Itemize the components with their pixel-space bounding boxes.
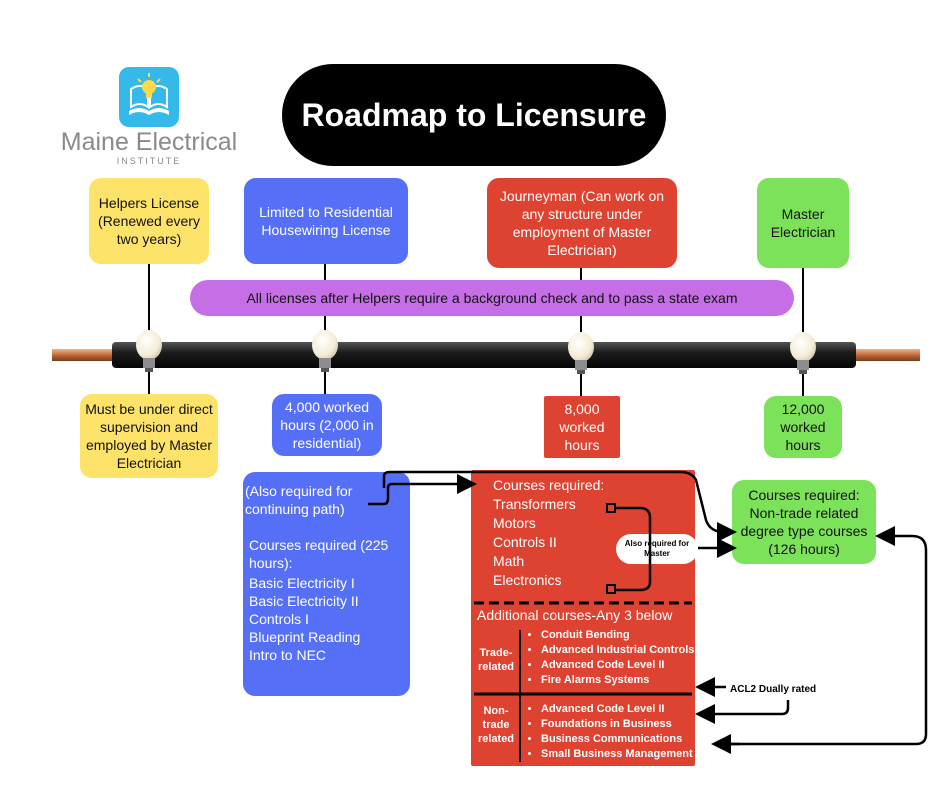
bulb-icon: [312, 330, 338, 372]
bulb-icon: [136, 330, 162, 372]
list-item: Fire Alarms Systems: [541, 673, 695, 688]
license-master: Master Electrician: [757, 178, 849, 268]
arrow-residential-to-journeyman: [368, 474, 477, 506]
master-courses: Courses required: Non-trade related degr…: [732, 480, 876, 564]
residential-courses-note: (Also required for continuing path): [245, 483, 353, 517]
course-item: Basic Electricity II: [249, 593, 359, 609]
book-bulb-icon: [129, 73, 169, 115]
license-helpers-label: Helpers License (Renewed every two years…: [98, 195, 200, 247]
arrow-residential-to-master: [382, 470, 737, 542]
course-item: Controls I: [249, 611, 309, 627]
license-journeyman-label: Journeyman (Can work on any structure un…: [499, 188, 665, 258]
additional-courses-heading: Additional courses-Any 3 below: [477, 607, 673, 623]
requirement-master: 12,000 worked hours: [764, 396, 842, 458]
list-item: Business Communications: [541, 732, 695, 747]
requirement-helpers: Must be under direct supervision and emp…: [80, 394, 218, 478]
requirement-helpers-text: Must be under direct supervision and emp…: [85, 401, 213, 471]
non-trade-related-label: Non-trade related: [477, 705, 515, 745]
license-master-label: Master Electrician: [770, 206, 836, 240]
requirement-journeyman: 8,000 worked hours: [544, 396, 620, 458]
requirement-master-text: 12,000 worked hours: [780, 401, 826, 453]
course-item: Controls II: [493, 534, 557, 550]
requirement-residential-text: 4,000 worked hours (2,000 in residential…: [280, 399, 374, 451]
course-item: Intro to NEC: [249, 647, 327, 663]
list-item: Foundations in Business: [541, 717, 695, 732]
journeyman-courses-heading: Courses required:: [493, 477, 605, 493]
course-item: Math: [493, 553, 525, 569]
bulb-icon: [790, 332, 816, 374]
page-title: Roadmap to Licensure: [282, 64, 666, 166]
also-required-master-callout: Also required for Master: [616, 534, 698, 564]
journeyman-courses: Courses required: Transformers Motors Co…: [471, 470, 695, 766]
course-item: Electronics: [493, 572, 562, 588]
course-item: Transformers: [493, 496, 576, 512]
requirement-residential: 4,000 worked hours (2,000 in residential…: [272, 394, 382, 456]
list-item: Advanced Code Level II: [541, 658, 695, 673]
arrow-master-loop-end: [720, 526, 928, 746]
course-item: Motors: [493, 515, 536, 531]
list-item: Advanced Code Level II: [541, 702, 695, 717]
also-required-master-text: Also required for Master: [624, 539, 690, 558]
license-helpers: Helpers License (Renewed every two years…: [89, 178, 209, 264]
residential-courses: (Also required for continuing path) Cour…: [243, 472, 410, 696]
acl2-note: ACL2 Dually rated: [730, 684, 817, 695]
arrow-acl2-nontrade: [695, 700, 790, 724]
background-check-banner: All licenses after Helpers require a bac…: [190, 280, 794, 316]
list-item: Advanced Industrial Controls: [541, 643, 695, 658]
logo-icon: [119, 67, 179, 127]
logo-name: Maine Electrical: [60, 128, 238, 156]
list-item: Small Business Management: [541, 747, 695, 762]
license-journeyman: Journeyman (Can work on any structure un…: [487, 178, 677, 268]
requirement-journeyman-text: 8,000 worked hours: [559, 401, 605, 453]
connector-helpers: [148, 262, 150, 396]
bracket-also-master: [615, 506, 652, 592]
bulb-icon: [568, 332, 594, 374]
master-courses-text: Courses required: Non-trade related degr…: [740, 487, 868, 557]
list-item: Conduit Bending: [541, 628, 695, 643]
logo-subtitle: INSTITUTE: [116, 156, 182, 166]
course-item: Blueprint Reading: [249, 629, 361, 645]
license-residential: Limited to Residential Housewiring Licen…: [244, 178, 408, 264]
residential-courses-heading: Courses required (225 hours):: [249, 537, 389, 571]
course-item: Basic Electricity I: [249, 575, 355, 591]
trade-related-label: Trade-related: [477, 647, 515, 673]
license-residential-label: Limited to Residential Housewiring Licen…: [259, 204, 393, 238]
